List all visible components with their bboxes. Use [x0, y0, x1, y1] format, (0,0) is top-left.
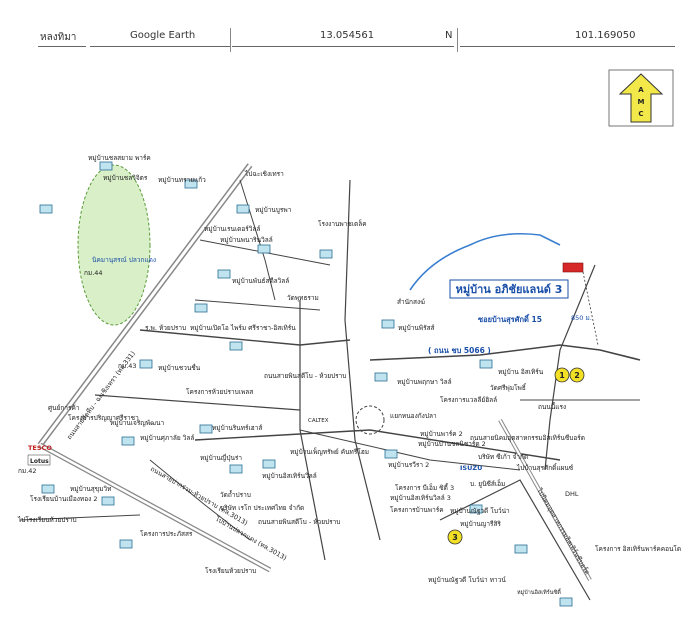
header-source: Google Earth [130, 30, 196, 41]
svg-text:หมู่บ้านอิสเทิร์นวิลล์ 3: หมู่บ้านอิสเทิร์นวิลล์ 3 [390, 494, 451, 502]
lotus-label: Lotus [30, 458, 49, 465]
svg-text:หมู่บ้านชลวิจิตร: หมู่บ้านชลวิจิตร [103, 174, 148, 182]
svg-text:หมู่บ้านเปิดโอ ไพร์ม ศรีราชา-อ: หมู่บ้านเปิดโอ ไพร์ม ศรีราชา-อิสเทิร์น [190, 324, 296, 332]
logo-letter-c: C [638, 110, 643, 118]
svg-text:หมู่บ้านบ้านชลนิชาร์ด 2: หมู่บ้านบ้านชลนิชาร์ด 2 [418, 440, 486, 448]
svg-text:หมู่บ้านชลสยาม พาร์ค: หมู่บ้านชลสยาม พาร์ค [88, 154, 151, 162]
svg-text:3: 3 [452, 533, 458, 542]
intersection-circle [355, 405, 385, 435]
road-industrial: ถนนสายนิคมอุตสาหกรรมอิสเทิร์นซีบอร์ด [470, 434, 585, 442]
svg-text:ศูนย์การค้า: ศูนย์การค้า [48, 404, 80, 412]
project-label: หมู่บ้าน อภิชัยแลนด์ 3 [449, 279, 569, 299]
svg-text:หมู่บ้านเจริญพัฒนา: หมู่บ้านเจริญพัฒนา [110, 419, 164, 427]
svg-text:หมู่บ้านพฤกษา วิลล์: หมู่บ้านพฤกษา วิลล์ [397, 378, 452, 386]
svg-text:บ. ยูนิซีส์เอ็ม: บ. ยูนิซีส์เอ็ม [470, 479, 505, 488]
header-latitude: 13.054561 [320, 30, 375, 41]
svg-text:1: 1 [559, 371, 565, 380]
svg-text:หมู่บ้านอิสเทิร์นซิตี้: หมู่บ้านอิสเทิร์นซิตี้ [517, 588, 562, 596]
temple3-label: วัดถ้ำปราบ [220, 490, 251, 499]
pond-label: สำนักสงฆ์ [397, 298, 425, 306]
svg-text:หมู่บ้านศุภาลัย วิลล์: หมู่บ้านศุภาลัย วิลล์ [140, 434, 194, 442]
svg-text:หมู่บ้านพันธ์สตีลวิลล์: หมู่บ้านพันธ์สตีลวิลล์ [232, 277, 289, 285]
road-industrial-2: ไปนิคมอุตสาหกรรมอิสเทิร์นซีบอร์ด [535, 486, 592, 576]
km43-label: กม.43 [118, 362, 137, 370]
header-divider [230, 28, 231, 52]
svg-text:หมู่บ้านรวีรา 2: หมู่บ้านรวีรา 2 [388, 461, 429, 469]
svg-text:หมู่บ้านพิรัสส์: หมู่บ้านพิรัสส์ [398, 324, 435, 332]
svg-text:หมู่บ้านเพ็ญทรัพย์ คันทรีโฮม: หมู่บ้านเพ็ญทรัพย์ คันทรีโฮม [290, 447, 369, 456]
svg-text:หมู่บ้านญารีสิริ: หมู่บ้านญารีสิริ [460, 520, 501, 528]
header-underline [232, 46, 454, 47]
svg-text:หมู่บ้านอิสเทิร์นวิลล์: หมู่บ้านอิสเทิร์นวิลล์ [262, 472, 317, 480]
logo-letter-a: A [638, 86, 644, 94]
project-soi: ซอยบ้านสุรศักดิ์ 15 [478, 313, 542, 324]
header-divider [457, 28, 458, 52]
road-to-surasak: ไปบ้านสุรศักดิ์แผนซ์ [516, 463, 574, 472]
isuzu-label: ISUZU [460, 464, 482, 472]
header-longitude: 101.169050 [575, 30, 636, 41]
project-pin[interactable] [562, 262, 599, 346]
header-underline [460, 46, 675, 47]
svg-text:หมู่บ้านทรายแก้ว: หมู่บ้านทรายแก้ว [158, 176, 206, 184]
svg-text:หมู่บ้านบูรพา: หมู่บ้านบูรพา [255, 206, 292, 214]
canal [409, 232, 561, 291]
header-underline [90, 46, 230, 47]
amc-logo: A M C [608, 69, 674, 127]
school-label: โรงเรียนห้วยปราบ [205, 567, 256, 575]
km42-label: กม.42 [18, 467, 37, 475]
location-marker-2[interactable]: 2 [569, 367, 585, 383]
road-sattahip-pin: ถนนสายพินสตีโบ - ห้วยปราบ [264, 372, 346, 380]
road-to-chachoengsao: ไปฉะเชิงเทรา [244, 170, 284, 178]
header-bar: หลงทิมา Google Earth 13.054561 N 101.169… [0, 0, 695, 62]
temple-label: วัดพุทธราม [287, 294, 319, 302]
svg-text:โครงการ อิสเทิร์นพาร์คคอนโด: โครงการ อิสเทิร์นพาร์คคอนโด [595, 545, 681, 553]
km44-label: กม.44 [84, 269, 103, 277]
intersection-label: แยกหนองกังปลา [390, 412, 437, 420]
svg-text:หมู่บ้านณัฐวดี โบว์น่า ทาวน์: หมู่บ้านณัฐวดี โบว์น่า ทาวน์ [428, 576, 506, 584]
svg-text:โครงการ บีเอ็ม ซิตี้ 3: โครงการ บีเอ็ม ซิตี้ 3 [395, 483, 454, 492]
road-to-lotus: ไปโรงเรียนห้วยปราบ [17, 516, 77, 524]
header-underline [38, 46, 86, 47]
svg-text:หมู่บ้านญี่ปุ่นร่า: หมู่บ้านญี่ปุ่นร่า [200, 453, 242, 462]
svg-text:หมู่บ้านสุขุมวิท: หมู่บ้านสุขุมวิท [70, 485, 111, 493]
svg-text:โครงการประภัสสร: โครงการประภัสสร [140, 530, 193, 538]
svg-text:โครงการแวลลีย์ฮิลล์: โครงการแวลลีย์ฮิลล์ [440, 396, 497, 404]
header-lat-dir: N [445, 30, 453, 41]
svg-text:โรงเรียนบ้านเมืองทอง 2: โรงเรียนบ้านเมืองทอง 2 [30, 495, 98, 503]
svg-text:2: 2 [574, 371, 580, 380]
svg-text:หมู่บ้านพาร์ค 2: หมู่บ้านพาร์ค 2 [420, 430, 463, 438]
svg-text:โครงการปริญญาศรีราชา: โครงการปริญญาศรีราชา [68, 414, 139, 422]
svg-text:บริษัท เรโก ประเทศไทย จำกัด: บริษัท เรโก ประเทศไทย จำกัด [220, 504, 304, 512]
road-sattahip-pin-2: ถนนสายพินสตีโบ - ห้วยปราบ [258, 518, 340, 526]
location-marker-3[interactable]: 3 [447, 529, 463, 545]
project-distance: 850 ม. [571, 314, 592, 322]
tesco-label: TESCO [28, 444, 52, 452]
svg-text:โครงการบ้านพาร์ค: โครงการบ้านพาร์ค [390, 506, 444, 514]
road-sunsuk: ถนนนี้แรง [538, 402, 566, 411]
dhl-label: DHL [565, 490, 579, 498]
svg-text:หมู่บ้านเรนเดอร์วิลล์: หมู่บ้านเรนเดอร์วิลล์ [204, 225, 260, 233]
park-label: นิคมานุสรณ์ ปลวกแดง [92, 256, 156, 264]
park-area [77, 164, 151, 326]
temple2-label: วัดศรีพุ่มโพธิ์ [490, 383, 527, 392]
svg-text:หมู่บ้านณัฐวดี โบว์น่า: หมู่บ้านณัฐวดี โบว์น่า [450, 507, 510, 515]
village-labels: หมู่บ้านชลสยาม พาร์ค หมู่บ้านทรายแก้ว หม… [30, 154, 681, 596]
village-icons [39, 161, 573, 607]
project-name: หมู่บ้าน อภิชัยแลนด์ 3 [456, 283, 563, 297]
svg-text:หมู่บ้าน อิสเทิร์น: หมู่บ้าน อิสเทิร์น [498, 368, 544, 376]
svg-text:บริษัท ซีเก้า จำกัด: บริษัท ซีเก้า จำกัด [478, 453, 528, 461]
header-label: หลงทิมา [40, 32, 77, 43]
logo-letter-m: M [638, 98, 645, 106]
svg-text:หมู่บ้านชวนชื่น: หมู่บ้านชวนชื่น [158, 363, 201, 372]
caltex-label: CALTEX [308, 418, 329, 424]
hospital-label: ร.พ. ห้วยปราบ [145, 324, 186, 332]
road-network [19, 163, 641, 601]
svg-text:หมู่บ้านพนารินวิลล์: หมู่บ้านพนารินวิลล์ [220, 236, 273, 244]
svg-text:หมู่บ้านรินทร์เฮาส์: หมู่บ้านรินทร์เฮาส์ [212, 424, 262, 432]
location-marker-1[interactable]: 1 [554, 367, 570, 383]
svg-text:โรงงานพาชเตล็ค: โรงงานพาชเตล็ค [318, 219, 367, 228]
project-road: ( ถนน ชบ 5066 ) [428, 346, 491, 355]
svg-text:โครงการห้วยปราบเพลส: โครงการห้วยปราบเพลส [186, 388, 253, 396]
